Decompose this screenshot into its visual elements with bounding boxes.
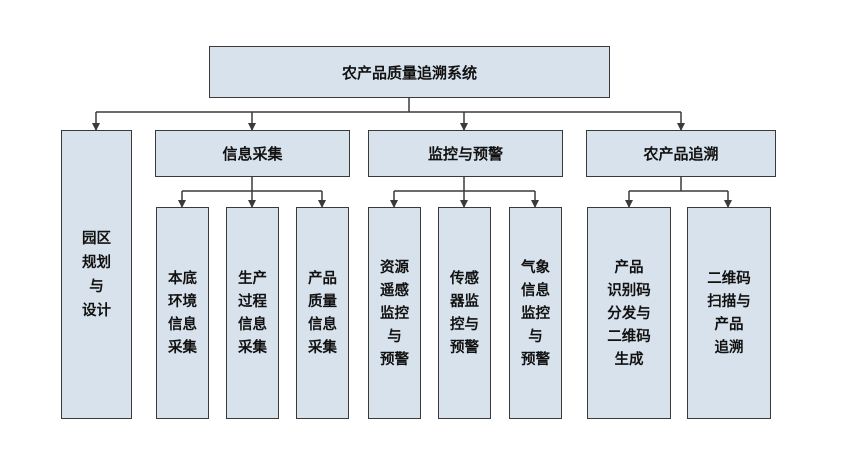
leaf-label: 本底 环境 信息 采集 xyxy=(168,270,197,356)
leaf-product-quality-info: 产品 质量 信息 采集 xyxy=(296,207,349,419)
leaf-qr-scan-trace: 二维码 扫描与 产品 追溯 xyxy=(687,207,771,419)
leaf-production-process-info: 生产 过程 信息 采集 xyxy=(226,207,279,419)
leaf-label: 气象 信息 监控 与 预警 xyxy=(521,258,550,368)
node-product-traceability: 农产品追溯 xyxy=(586,130,776,177)
leaf-label: 二维码 扫描与 产品 追溯 xyxy=(707,270,751,356)
leaf-background-env-info: 本底 环境 信息 采集 xyxy=(156,207,209,419)
root-label: 农产品质量追溯系统 xyxy=(341,63,477,82)
node-info-collection: 信息采集 xyxy=(155,130,350,177)
node-product-traceability-label: 农产品追溯 xyxy=(643,145,719,163)
leaf-label: 产品 质量 信息 采集 xyxy=(308,270,337,356)
node-monitoring-warning-label: 监控与预警 xyxy=(427,145,503,163)
leaf-label: 生产 过程 信息 采集 xyxy=(238,270,267,356)
leaf-label: 产品 识别码 分发与 二维码 生成 xyxy=(607,258,651,368)
leaf-remote-sensing-monitor: 资源 遥感 监控 与 预警 xyxy=(368,207,421,419)
leaf-id-code-generation: 产品 识别码 分发与 二维码 生成 xyxy=(587,207,671,419)
leaf-weather-monitor: 气象 信息 监控 与 预警 xyxy=(509,207,562,419)
node-park-planning-label: 园区 规划 与 设计 xyxy=(82,229,111,319)
leaf-sensor-monitor: 传感 器监 控与 预警 xyxy=(438,207,491,419)
leaf-label: 资源 遥感 监控 与 预警 xyxy=(380,258,409,368)
node-monitoring-warning: 监控与预警 xyxy=(368,130,563,177)
root-node: 农产品质量追溯系统 xyxy=(209,46,610,98)
node-park-planning: 园区 规划 与 设计 xyxy=(61,130,132,419)
node-info-collection-label: 信息采集 xyxy=(222,145,283,163)
leaf-label: 传感 器监 控与 预警 xyxy=(450,270,479,356)
